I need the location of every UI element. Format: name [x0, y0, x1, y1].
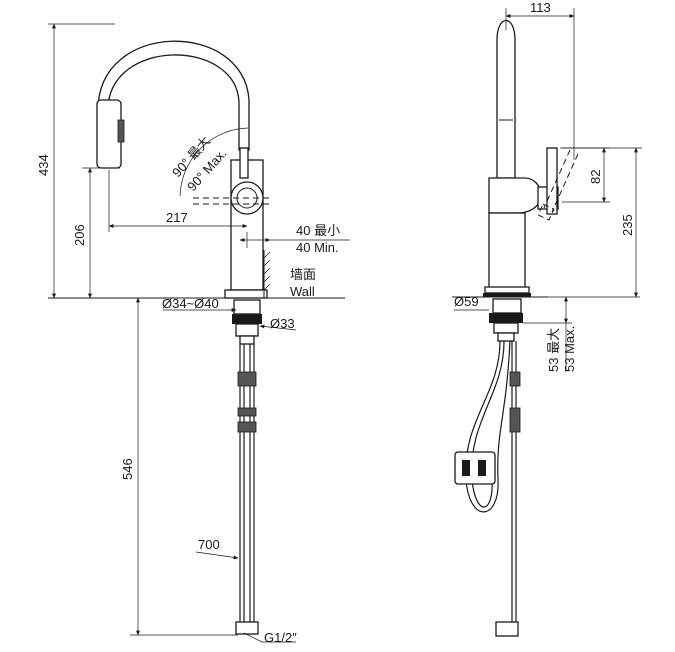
side-view: 113 82 235 Ø59 53 最大 53 Max.	[452, 0, 642, 637]
front-dim-206: 206	[72, 224, 87, 246]
front-dim-217: 217	[166, 210, 188, 225]
front-handle-angle-arc	[179, 127, 249, 197]
front-dim-700: 700	[198, 537, 220, 552]
front-dim-434: 434	[36, 154, 51, 176]
front-dim-40-cn: 40 最小	[296, 223, 340, 238]
front-dim-thread: G1/2″	[264, 630, 297, 645]
front-wall-label-en: Wall	[290, 284, 315, 299]
front-spray-button	[117, 119, 125, 143]
front-base-flange	[224, 289, 268, 299]
side-handle-stem	[546, 147, 558, 215]
front-dim-40-en: 40 Min.	[296, 240, 339, 255]
front-mounting-nut	[233, 299, 261, 315]
front-dim-shank-diameter: Ø33	[270, 316, 295, 331]
front-spray-head	[96, 99, 122, 169]
side-dim-base-diameter: Ø59	[454, 294, 479, 309]
side-dim-53-en: 53 Max.	[562, 326, 577, 372]
side-dim-53-cn: 53 最大	[546, 328, 561, 372]
side-dim-82: 82	[588, 170, 603, 184]
side-handle-rotated-outline	[551, 153, 579, 213]
side-pullout-hose	[465, 340, 511, 513]
front-hose-connector	[235, 621, 259, 635]
side-dim-235: 235	[620, 214, 635, 236]
side-hose-connector	[495, 621, 519, 637]
front-body	[230, 159, 264, 291]
side-base-flange	[484, 286, 530, 294]
side-spout	[496, 20, 516, 179]
side-hose-weight	[454, 451, 496, 485]
front-dim-546: 546	[120, 458, 135, 480]
front-view: 90° 最大 90° Max. 墙面 Wall 434	[36, 23, 350, 645]
side-body-collar	[488, 177, 542, 214]
side-dim-113: 113	[530, 0, 551, 15]
front-dim-base-diameter: Ø34~Ø40	[162, 296, 219, 311]
front-wall-label-cn: 墙面	[290, 267, 316, 282]
front-handle-lever	[239, 147, 249, 179]
side-body	[488, 212, 526, 294]
front-hose-fitting	[237, 371, 257, 387]
side-mounting-nut	[492, 298, 522, 314]
